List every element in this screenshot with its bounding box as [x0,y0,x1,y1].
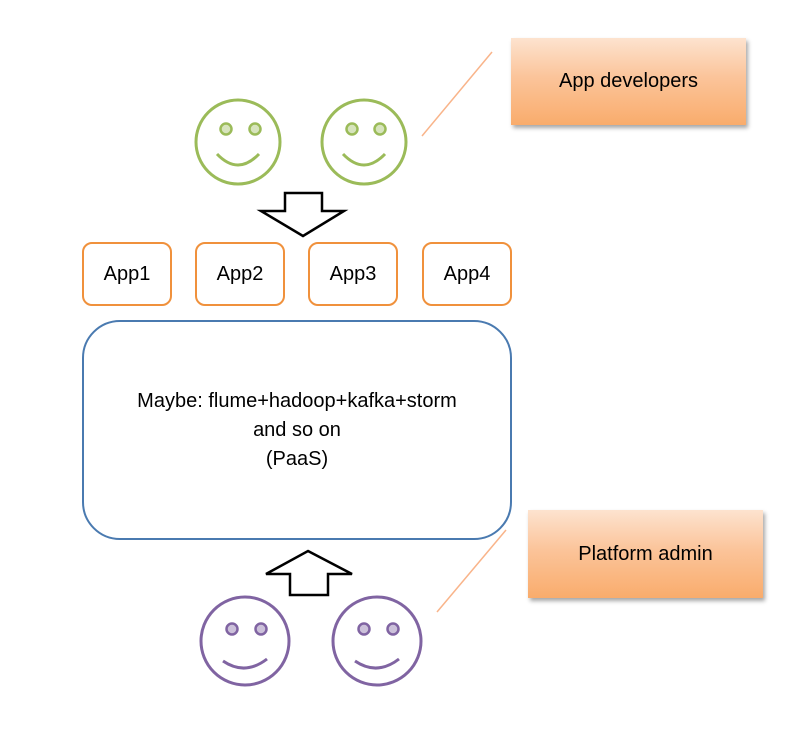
app-box: App3 [308,242,398,306]
app-box: App4 [422,242,512,306]
developer-face-icon [320,98,408,186]
app-label: App1 [103,262,151,285]
app-developers-label: App developers [559,70,698,92]
platform-text-line: Maybe: flume+hadoop+kafka+storm [137,389,457,412]
app-box: App2 [195,242,285,306]
platform-text-line: (PaaS) [265,447,329,470]
platform-admin-label: Platform admin [578,542,713,565]
arrow-down-icon [256,191,349,238]
admin-face-icon [199,595,291,687]
admin-connector-line [436,529,507,613]
app-label: App4 [443,262,491,285]
app-label: App3 [329,262,377,285]
arrow-up-icon [265,549,353,597]
platform-text-line: and so on [253,418,341,441]
app-developers-callout: App developers [511,38,746,125]
admin-face-icon [331,595,423,687]
developer-face-icon [194,98,282,186]
app-box: App1 [82,242,172,306]
developers-connector-line [421,51,493,137]
app-label: App2 [216,262,264,285]
platform-admin-callout: Platform admin [528,510,763,598]
platform-box: Maybe: flume+hadoop+kafka+storm and so o… [82,320,512,540]
